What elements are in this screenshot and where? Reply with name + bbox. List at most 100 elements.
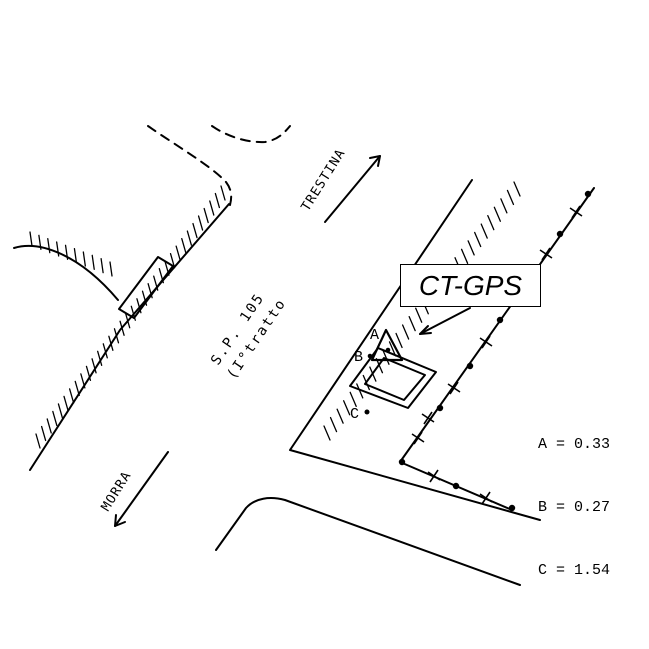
hatch-stroke [329,416,338,433]
hatch-stroke [108,335,114,351]
hatch-stroke [356,383,364,399]
hatch-stroke [388,341,397,357]
fence-post [584,190,592,198]
fence-post [452,482,460,490]
fence-post [436,404,444,412]
offset-legend: A = 0.33 B = 0.27 C = 1.54 [538,392,610,623]
hatch-stroke [487,215,495,231]
hatch-stroke [349,391,357,407]
hatch-stroke [214,192,221,209]
hatch-stroke [500,198,508,214]
hatch-stroke [480,223,488,239]
fence-post [466,362,474,370]
fence-post [556,230,564,238]
hatch-stroke [203,207,209,224]
hatch-stroke [513,181,521,197]
point-b-label: B [354,349,363,366]
legend-row-a: A = 0.33 [538,436,611,453]
fence-cross [479,335,493,349]
hatch-stroke [181,237,187,254]
hatch-stroke [164,260,170,276]
legend-row-b: B = 0.27 [538,499,611,516]
point-c-dot [364,409,370,415]
arrow-head-south [114,514,126,527]
arrow-icon [324,155,381,223]
hatch-stroke [35,433,41,449]
hatch-stroke [125,313,131,329]
hatch-stroke [415,307,423,323]
hatch-stroke [220,185,226,201]
hatch-stroke [401,324,410,340]
hatch-stroke [175,245,181,261]
fence-cross [447,381,461,395]
hatch-stroke [102,343,108,359]
hatch-stroke [408,315,416,332]
pillar-outer [349,347,437,409]
fence-post [508,504,516,512]
fence-cross [427,469,441,483]
hatch-stroke [80,373,86,389]
hatch-stroke [63,395,69,412]
gps-pointer-line [419,307,471,335]
hatch-stroke [336,408,344,424]
hatch-stroke [119,320,125,336]
hatch-stroke [91,358,97,374]
hatch-stroke [73,248,78,264]
fence-cross [421,411,435,425]
point-b-dot [367,353,373,359]
fence-cross [411,431,425,445]
hatch-stroke [46,418,52,434]
arrow-icon [114,451,169,527]
point-a-label: A [370,327,379,344]
arrow-head-north [369,155,381,167]
fence-cross [479,491,493,505]
dashed-road-edge [147,125,233,206]
hatch-stroke [382,349,390,365]
hatch-stroke [209,200,215,216]
hatch-stroke [91,254,95,270]
hatch-stroke [136,298,142,314]
hatch-stroke [74,380,80,397]
hatch-stroke [113,328,120,344]
hatch-stroke [64,244,69,260]
legend-row-c: C = 1.54 [538,562,611,579]
hatch-stroke [109,261,113,277]
hatch-stroke [343,400,351,416]
hatch-stroke [56,241,60,257]
hatch-stroke [369,366,377,382]
hatch-stroke [100,258,104,274]
pillar-inner [364,357,426,401]
point-a-dot [385,347,391,353]
hatch-stroke [169,252,176,269]
hatch-stroke [197,215,204,231]
hatch-stroke [47,238,51,254]
hatch-stroke [362,374,370,391]
station-label-box: CT-GPS [400,264,541,307]
hatch-stroke [467,240,475,256]
hatch-stroke [158,268,164,284]
fence-cross [539,247,553,261]
embankment-curve [13,244,119,301]
hatch-stroke [57,403,64,419]
dashed-road-edge-top [211,125,291,144]
left-structure [118,256,174,319]
point-c-label: C [350,406,359,423]
hatch-stroke [29,231,33,247]
hatch-stroke [85,365,92,382]
hatch-stroke [186,230,193,246]
hatch-stroke [82,251,86,267]
hatch-stroke [506,189,515,206]
hatch-stroke [153,275,159,291]
hatch-stroke [395,332,403,349]
hatch-stroke [460,248,469,264]
gps-pointer-head [419,325,432,335]
hatch-stroke [493,206,501,222]
hatch-stroke [147,283,153,299]
hatch-stroke [474,231,482,248]
hatch-stroke [40,425,47,442]
fence-cross [569,205,583,219]
hatch-stroke [52,410,58,427]
hatch-stroke [38,234,42,250]
